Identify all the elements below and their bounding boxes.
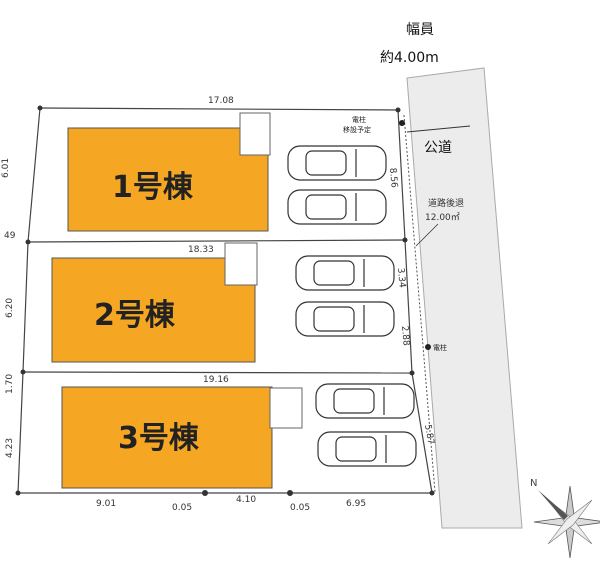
- lot-line-right: [397, 109, 433, 494]
- building-1: [67, 127, 269, 232]
- dim-bottom-3: 4.10: [236, 495, 256, 505]
- car-icon: [295, 301, 395, 337]
- dim-left-4: 4.23: [5, 438, 15, 458]
- car-icon: [295, 255, 395, 291]
- car-icon: [317, 431, 417, 467]
- dim-top-width: 17.08: [208, 96, 234, 106]
- building-1-label: 1号棟: [112, 170, 194, 205]
- road-name-underline: [406, 125, 471, 133]
- boundary-markers: [15, 105, 435, 496]
- dim-mid-width-2: 19.16: [203, 375, 229, 385]
- compass-north-label: N: [530, 478, 537, 489]
- road-width-title: 幅員: [406, 22, 434, 38]
- road-name: 公道: [424, 140, 452, 156]
- public-road: [406, 67, 523, 529]
- dim-left-3: 1.70: [5, 374, 15, 394]
- dim-right-4: 5.87: [422, 424, 435, 445]
- parking-cars: [287, 145, 417, 467]
- building-1-porch: [239, 112, 271, 156]
- lot-line-left: [17, 107, 41, 494]
- building-2-porch: [224, 242, 258, 286]
- road-width-value: 約4.00m: [380, 50, 439, 66]
- utility-pole-icon: [425, 344, 431, 350]
- dim-left-2: 6.20: [5, 298, 15, 318]
- lot-line-top: [39, 107, 399, 111]
- car-icon: [315, 383, 415, 419]
- dim-bottom-5: 6.95: [346, 499, 366, 509]
- building-2-label: 2号棟: [94, 298, 176, 333]
- building-2: [51, 257, 256, 363]
- utility-pole-icon: [399, 120, 405, 126]
- dim-mid-width-1: 18.33: [188, 245, 214, 255]
- car-icon: [287, 145, 387, 181]
- setback-title: 道路後退: [428, 197, 464, 209]
- dim-left-1: 6.01: [1, 158, 11, 178]
- car-icon: [287, 189, 387, 225]
- dim-bottom-1: 9.01: [96, 499, 116, 509]
- pole-relocate-label-2: 移設予定: [343, 125, 371, 134]
- building-3-porch: [269, 387, 303, 429]
- setback-line: [403, 114, 436, 493]
- lot-divider-1: [27, 239, 406, 243]
- building-3-label: 3号棟: [118, 421, 200, 456]
- setback-leader: [415, 223, 439, 247]
- compass-rose-icon: [533, 485, 600, 559]
- dim-left-offset: 49: [4, 231, 16, 241]
- dim-right-2: 3.34: [395, 267, 407, 288]
- pole-label: 電柱: [433, 343, 447, 352]
- dim-bottom-4: 0.05: [290, 503, 310, 513]
- pole-relocate-label-1: 電柱: [352, 115, 366, 124]
- building-3: [61, 386, 273, 489]
- setback-area: 12.00㎡: [425, 212, 460, 223]
- dim-bottom-2: 0.05: [172, 503, 192, 513]
- lot-divider-2: [22, 371, 413, 374]
- dim-right-3: 2.88: [399, 325, 411, 346]
- dim-right-1: 8.56: [387, 167, 399, 188]
